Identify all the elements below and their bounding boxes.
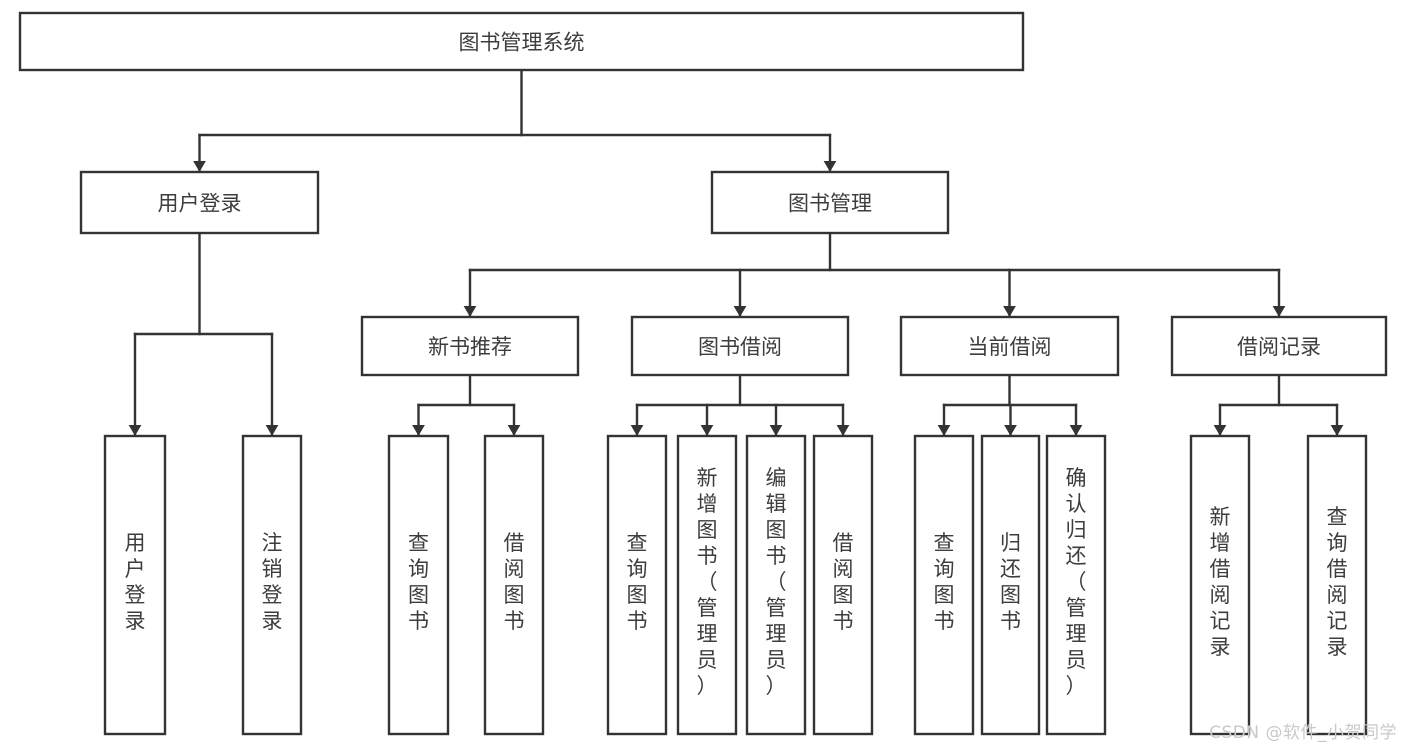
connector-layer	[128, 68, 1344, 437]
watermark-text: CSDN @软件_小贺同学	[1209, 723, 1397, 743]
node-leaf-logout-login-label: 注销登录	[262, 531, 283, 633]
node-leaf-query-book-borrow[interactable]: 查询图书	[606, 434, 668, 736]
node-current-borrow[interactable]: 当前借阅	[899, 315, 1120, 377]
node-current-borrow-label: 当前借阅	[968, 335, 1052, 359]
node-leaf-user-login[interactable]: 用户登录	[103, 434, 167, 736]
node-leaf-query-book-cur[interactable]: 查询图书	[913, 434, 975, 736]
node-leaf-query-borrow-record-label: 查询借阅记录	[1327, 505, 1348, 659]
node-leaf-query-book-rec[interactable]: 查询图书	[387, 434, 450, 736]
node-leaf-borrow-book-rec[interactable]: 借阅图书	[483, 434, 545, 736]
conn-borrow-split	[630, 373, 850, 437]
conn-root-split	[193, 68, 837, 173]
conn-user-login-split	[128, 231, 279, 437]
conn-records-split	[1213, 373, 1344, 437]
node-layer: 图书管理系统用户登录图书管理新书推荐图书借阅当前借阅借阅记录用户登录注销登录查询…	[18, 11, 1388, 736]
node-leaf-edit-book-admin[interactable]: 编辑图书（管理员）	[745, 434, 807, 736]
conn-book-mgmt-split	[463, 231, 1286, 318]
node-leaf-add-borrow-record[interactable]: 新增借阅记录	[1189, 434, 1251, 736]
node-leaf-confirm-return-admin[interactable]: 确认归还（管理员）	[1045, 434, 1107, 736]
node-book-borrow-label: 图书借阅	[698, 335, 782, 359]
node-book-management-label: 图书管理	[788, 192, 872, 216]
node-new-book-recommend[interactable]: 新书推荐	[360, 315, 580, 377]
node-user-login[interactable]: 用户登录	[79, 170, 320, 235]
node-leaf-return-book[interactable]: 归还图书	[980, 434, 1041, 736]
node-leaf-query-book-rec-label: 查询图书	[408, 531, 429, 633]
node-leaf-borrow-book-rec-label: 借阅图书	[504, 531, 525, 633]
conn-rec-split	[412, 373, 521, 437]
node-leaf-confirm-return-admin-label: 确认归还（管理员）	[1066, 466, 1087, 698]
conn-current-split	[937, 373, 1083, 437]
node-user-login-label: 用户登录	[158, 192, 242, 216]
node-leaf-add-borrow-record-label: 新增借阅记录	[1210, 505, 1231, 659]
node-leaf-query-book-borrow-label: 查询图书	[627, 531, 648, 633]
node-root-label: 图书管理系统	[459, 31, 585, 55]
node-borrow-records[interactable]: 借阅记录	[1170, 315, 1388, 377]
node-new-book-recommend-label: 新书推荐	[428, 335, 512, 359]
node-leaf-user-login-label: 用户登录	[125, 531, 146, 633]
node-leaf-add-book-admin-label: 新增图书（管理员）	[697, 466, 718, 698]
node-leaf-borrow-book[interactable]: 借阅图书	[812, 434, 874, 736]
node-borrow-records-label: 借阅记录	[1237, 335, 1321, 359]
node-leaf-return-book-label: 归还图书	[1000, 531, 1021, 633]
node-book-borrow[interactable]: 图书借阅	[630, 315, 850, 377]
node-book-management[interactable]: 图书管理	[710, 170, 950, 235]
node-leaf-edit-book-admin-label: 编辑图书（管理员）	[766, 466, 787, 698]
node-leaf-borrow-book-label: 借阅图书	[833, 531, 854, 633]
node-leaf-query-borrow-record[interactable]: 查询借阅记录	[1306, 434, 1368, 736]
node-leaf-logout-login[interactable]: 注销登录	[241, 434, 303, 736]
node-leaf-query-book-cur-label: 查询图书	[934, 531, 955, 633]
node-root[interactable]: 图书管理系统	[18, 11, 1025, 72]
node-leaf-add-book-admin[interactable]: 新增图书（管理员）	[676, 434, 738, 736]
